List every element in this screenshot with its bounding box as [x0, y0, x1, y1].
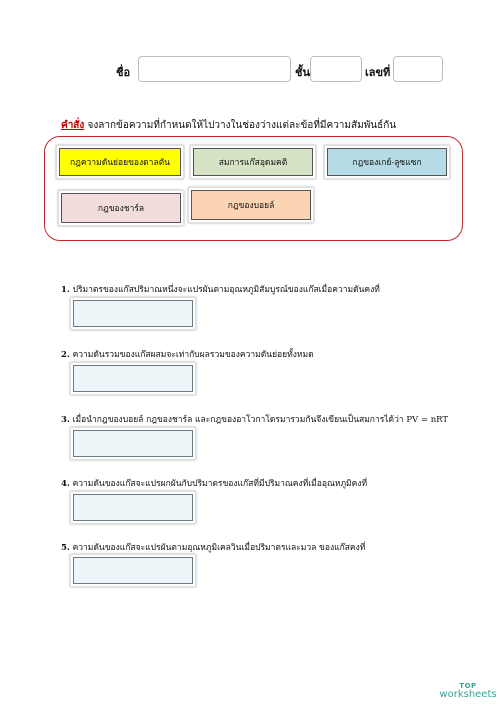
question-text: ปริมาตรของแก๊สปริมาณหนึ่งจะแปรผันตามอุณห… — [72, 285, 380, 295]
question-number: 1. — [61, 285, 70, 295]
question-text: เมื่อนำกฎของบอยล์ กฎของชาร์ล และกฎของอาโ… — [72, 415, 449, 425]
answer-drop-zone-3[interactable] — [70, 427, 196, 460]
number-label: เลขที่ — [365, 66, 391, 79]
option-label: สมการแก๊สอุดมคติ — [193, 148, 313, 176]
answer-drop-zone-5[interactable] — [70, 554, 196, 587]
option-card-charles[interactable]: กฎของชาร์ล — [58, 190, 184, 226]
name-field[interactable] — [138, 56, 291, 82]
question-text: ความดันของแก๊สจะแปรผกผันกับปริมาตรของแก๊… — [72, 479, 368, 489]
logo-bottom: worksheets — [439, 689, 497, 700]
question-text: ความดันรวมของแก๊สผสมจะเท่ากับผลรวมของควา… — [72, 350, 314, 360]
option-label: กฎความดันย่อยของดาลตัน — [59, 148, 181, 176]
name-label: ชื่อ — [116, 66, 131, 79]
class-field[interactable] — [310, 56, 362, 82]
option-card-dalton[interactable]: กฎความดันย่อยของดาลตัน — [56, 145, 184, 179]
question-4: 4. ความดันของแก๊สจะแปรผกผันกับปริมาตรของ… — [61, 476, 481, 490]
instructions: คำสั่ง จงลากข้อความที่กำหนดให้ไปวางในช่อ… — [61, 118, 461, 133]
question-number: 3. — [61, 415, 70, 425]
question-text: ความดันของแก๊สจะแปรผันตามอุณหภูมิเคลวินเ… — [72, 543, 366, 553]
number-field[interactable] — [393, 56, 443, 82]
answer-drop-zone-1[interactable] — [70, 297, 196, 330]
instructions-text: จงลากข้อความที่กำหนดให้ไปวางในช่องว่างแต… — [87, 120, 397, 131]
answer-drop-zone-2[interactable] — [70, 362, 196, 395]
question-3: 3. เมื่อนำกฎของบอยล์ กฎของชาร์ล และกฎของ… — [61, 412, 491, 426]
options-pool — [44, 136, 463, 241]
question-number: 5. — [61, 543, 70, 553]
option-card-gay-lussac[interactable]: กฎของเกย์-ลูซแซก — [324, 145, 450, 179]
option-label: กฎของบอยล์ — [191, 190, 311, 220]
question-2: 2. ความดันรวมของแก๊สผสมจะเท่ากับผลรวมของ… — [61, 347, 481, 361]
question-number: 2. — [61, 350, 70, 360]
option-card-ideal-gas[interactable]: สมการแก๊สอุดมคติ — [190, 145, 316, 179]
option-card-boyle[interactable]: กฎของบอยล์ — [188, 187, 314, 223]
option-label: กฎของเกย์-ลูซแซก — [327, 148, 447, 176]
question-5: 5. ความดันของแก๊สจะแปรผันตามอุณหภูมิเคลว… — [61, 540, 481, 554]
answer-drop-zone-4[interactable] — [70, 491, 196, 524]
class-label: ชั้น — [295, 66, 310, 79]
option-label: กฎของชาร์ล — [61, 193, 181, 223]
topworksheets-logo: TOP worksheets — [438, 683, 498, 700]
question-1: 1. ปริมาตรของแก๊สปริมาณหนึ่งจะแปรผันตามอ… — [61, 282, 481, 296]
logo-top: TOP — [459, 682, 477, 690]
instructions-keyword: คำสั่ง — [61, 120, 85, 131]
question-number: 4. — [61, 479, 70, 489]
